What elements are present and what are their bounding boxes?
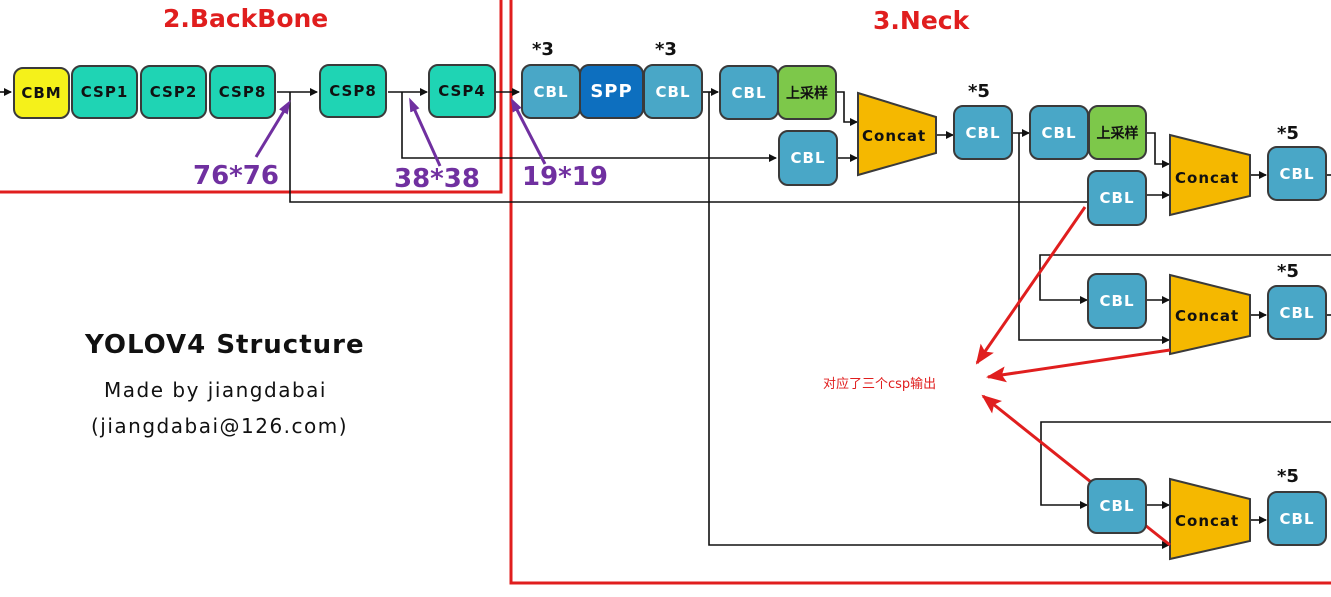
concat-shapes xyxy=(857,91,1251,561)
concat-label: Concat xyxy=(862,127,927,145)
neck-frame xyxy=(509,0,1331,585)
concat-shape xyxy=(1169,273,1251,356)
spp-block: SPP xyxy=(579,64,644,119)
dim-38-label: 38*38 xyxy=(394,164,480,194)
upsample-block: 上采样 xyxy=(1088,105,1147,160)
concat-shape xyxy=(1169,477,1251,561)
concat-label: Concat xyxy=(1175,512,1240,530)
author-label: Made by jiangdabai xyxy=(104,378,327,402)
csp8-block: CSP8 xyxy=(209,65,276,119)
dim-arrows xyxy=(254,97,547,167)
dim-19-label: 19*19 xyxy=(522,162,608,192)
csp2-block: CSP2 xyxy=(140,65,207,119)
cbm-block: CBM xyxy=(13,67,70,119)
upsample-block: 上采样 xyxy=(777,65,837,120)
black-connectors xyxy=(0,88,1331,549)
concat-label: Concat xyxy=(1175,307,1240,325)
dim-76-label: 76*76 xyxy=(193,161,279,191)
cbl-block: CBL xyxy=(778,130,838,186)
backbone-title: 2.BackBone xyxy=(163,4,329,33)
cbl-block: CBL xyxy=(1087,170,1147,226)
cbl-block: CBL xyxy=(1267,146,1327,201)
cbl-block: CBL xyxy=(521,64,581,119)
cbl-block: CBL xyxy=(1267,285,1327,340)
email-label: (jiangdabai@126.com) xyxy=(91,414,349,438)
repeat-label: *5 xyxy=(1277,123,1299,144)
concat-shape xyxy=(857,91,937,177)
cbl-block: CBL xyxy=(643,64,703,119)
repeat-label: *5 xyxy=(1277,261,1299,282)
repeat-label: *3 xyxy=(532,39,554,60)
csp-output-note: 对应了三个csp输出 xyxy=(823,377,937,392)
repeat-label: *5 xyxy=(968,81,990,102)
repeat-label: *3 xyxy=(655,39,677,60)
csp4-block: CSP4 xyxy=(428,64,496,118)
csp8-block: CSP8 xyxy=(319,64,387,118)
repeat-label: *5 xyxy=(1277,466,1299,487)
cbl-block: CBL xyxy=(953,105,1013,160)
cbl-block: CBL xyxy=(719,65,779,120)
cbl-block: CBL xyxy=(1087,478,1147,534)
concat-shape xyxy=(1169,133,1251,217)
cbl-block: CBL xyxy=(1267,491,1327,546)
structure-title: YOLOV4 Structure xyxy=(85,330,365,360)
backbone-frame xyxy=(0,0,503,194)
csp1-block: CSP1 xyxy=(71,65,138,119)
neck-title: 3.Neck xyxy=(873,6,970,35)
cbl-block: CBL xyxy=(1029,105,1089,160)
cbl-block: CBL xyxy=(1087,273,1147,329)
concat-label: Concat xyxy=(1175,169,1240,187)
